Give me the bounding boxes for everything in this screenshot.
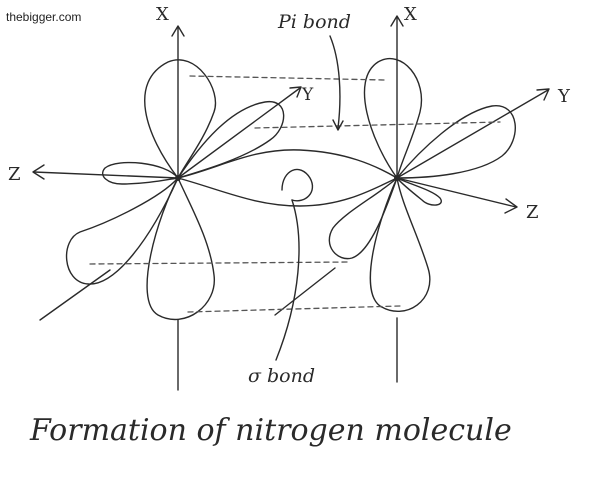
right-x-label: X bbox=[404, 4, 417, 25]
right-z-arrowhead bbox=[504, 198, 518, 214]
right-y-label: Y bbox=[557, 86, 571, 107]
left-y-axis-lower bbox=[39, 269, 111, 321]
right-pz-back-lobe bbox=[396, 177, 442, 206]
left-pz-back-lobe bbox=[102, 161, 179, 185]
sigma-bond-pointer bbox=[275, 199, 300, 361]
sigma-bond-center-loop bbox=[281, 168, 314, 202]
left-atom: X Y Z bbox=[8, 4, 314, 391]
right-z-label: Z bbox=[526, 202, 539, 223]
left-px-upper-lobe bbox=[144, 59, 217, 179]
left-x-label: X bbox=[156, 4, 169, 25]
pi-bond-middle-dash bbox=[254, 121, 501, 129]
right-y-arrowhead bbox=[536, 88, 550, 101]
right-x-arrowhead bbox=[390, 15, 404, 27]
right-y-axis bbox=[396, 89, 549, 179]
right-px-upper-lobe bbox=[363, 57, 423, 179]
left-y-label: Y bbox=[301, 85, 314, 105]
left-z-arrowhead bbox=[32, 164, 45, 180]
pi-bond-bottom-dash bbox=[187, 305, 401, 313]
right-py-upper-lobe bbox=[396, 105, 516, 179]
pi-bond-pointer-head bbox=[332, 119, 344, 131]
pi-bond-upper-dash bbox=[189, 75, 386, 81]
watermark: thebigger.com bbox=[6, 10, 81, 24]
pi-bond-lower-dash bbox=[89, 261, 351, 265]
left-y-arrowhead bbox=[289, 86, 302, 98]
caption: Formation of nitrogen molecule bbox=[29, 413, 512, 448]
left-py-lower-lobe bbox=[65, 177, 179, 285]
pi-bond-pointer bbox=[329, 35, 341, 129]
left-z-label: Z bbox=[8, 164, 21, 185]
sigma-bond-overlap bbox=[177, 149, 398, 207]
right-y-axis-lower bbox=[274, 267, 336, 316]
right-py-lower-lobe bbox=[328, 177, 398, 260]
left-x-arrowhead bbox=[171, 25, 185, 37]
left-px-lower-lobe bbox=[146, 177, 215, 321]
left-z-axis bbox=[33, 171, 179, 179]
sigma-bond-label: σ bond bbox=[248, 365, 315, 387]
right-atom: X Y Z bbox=[274, 4, 571, 383]
right-px-lower-lobe bbox=[369, 177, 431, 312]
pi-bond-label: Pi bond bbox=[277, 11, 351, 33]
right-z-axis bbox=[396, 177, 517, 208]
left-y-axis bbox=[177, 87, 301, 179]
